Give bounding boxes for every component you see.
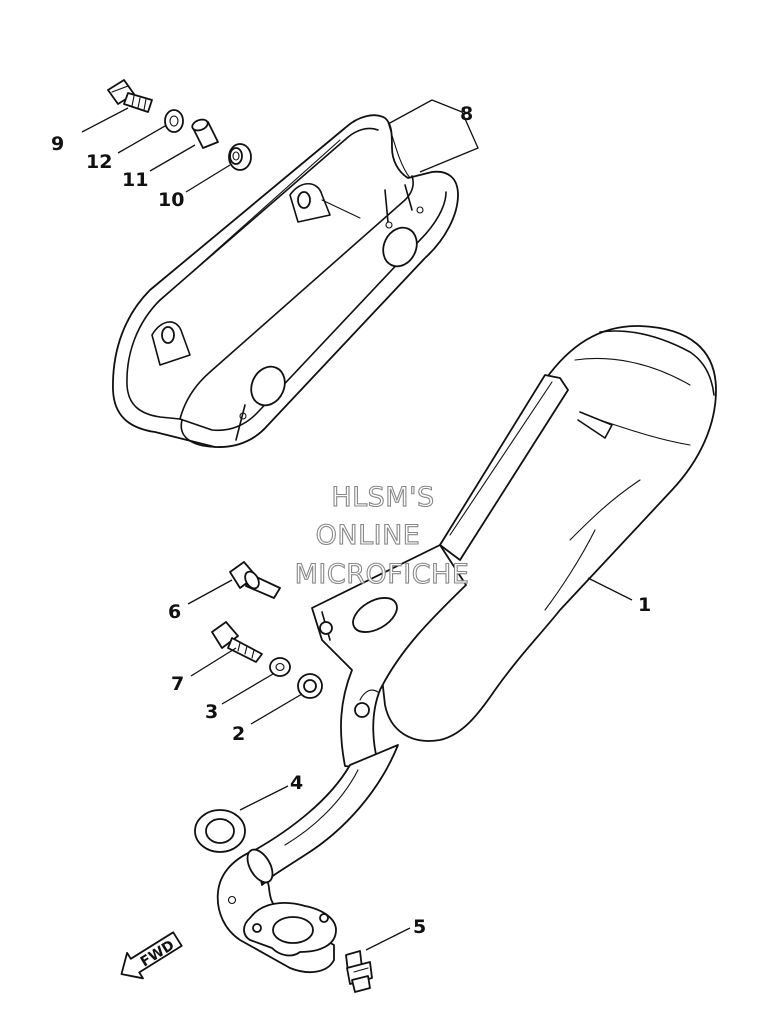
callout-12: 12 bbox=[86, 151, 112, 173]
callout-10: 10 bbox=[158, 189, 184, 211]
bolt-7-drawing bbox=[211, 621, 263, 663]
muffler-drawing bbox=[216, 325, 717, 974]
leader-lines bbox=[81, 99, 633, 951]
callout-6: 6 bbox=[168, 601, 181, 623]
watermark-line-3: MICROFICHE bbox=[295, 559, 470, 590]
watermark-line-2: ONLINE bbox=[316, 520, 421, 551]
damper-10-drawing bbox=[228, 143, 252, 171]
callout-9: 9 bbox=[51, 133, 64, 155]
collar-11-drawing bbox=[191, 118, 219, 149]
washer-12-drawing bbox=[164, 109, 184, 133]
collar-2-drawing bbox=[297, 673, 323, 699]
watermark-line-1: HLSM'S bbox=[331, 482, 434, 513]
stud-bolt-5-drawing bbox=[345, 950, 373, 993]
gasket-4-drawing bbox=[194, 809, 246, 853]
protector-drawing bbox=[112, 114, 459, 448]
callout-5: 5 bbox=[413, 916, 426, 938]
bolt-6-drawing bbox=[229, 561, 281, 599]
callout-3: 3 bbox=[205, 701, 218, 723]
callout-8: 8 bbox=[460, 103, 473, 125]
callout-11: 11 bbox=[122, 169, 148, 191]
watermark: HLSM'S ONLINE MICROFICHE bbox=[294, 481, 470, 590]
callout-4: 4 bbox=[290, 772, 303, 794]
forward-direction-arrow: FWD bbox=[120, 931, 183, 980]
callout-labels: 1 2 3 4 5 6 7 8 9 10 11 12 bbox=[51, 103, 651, 938]
callout-7: 7 bbox=[171, 673, 184, 695]
callout-2: 2 bbox=[232, 723, 245, 745]
washer-3-drawing bbox=[269, 657, 291, 677]
bolt-9-drawing bbox=[107, 79, 153, 113]
callout-1: 1 bbox=[638, 594, 651, 616]
